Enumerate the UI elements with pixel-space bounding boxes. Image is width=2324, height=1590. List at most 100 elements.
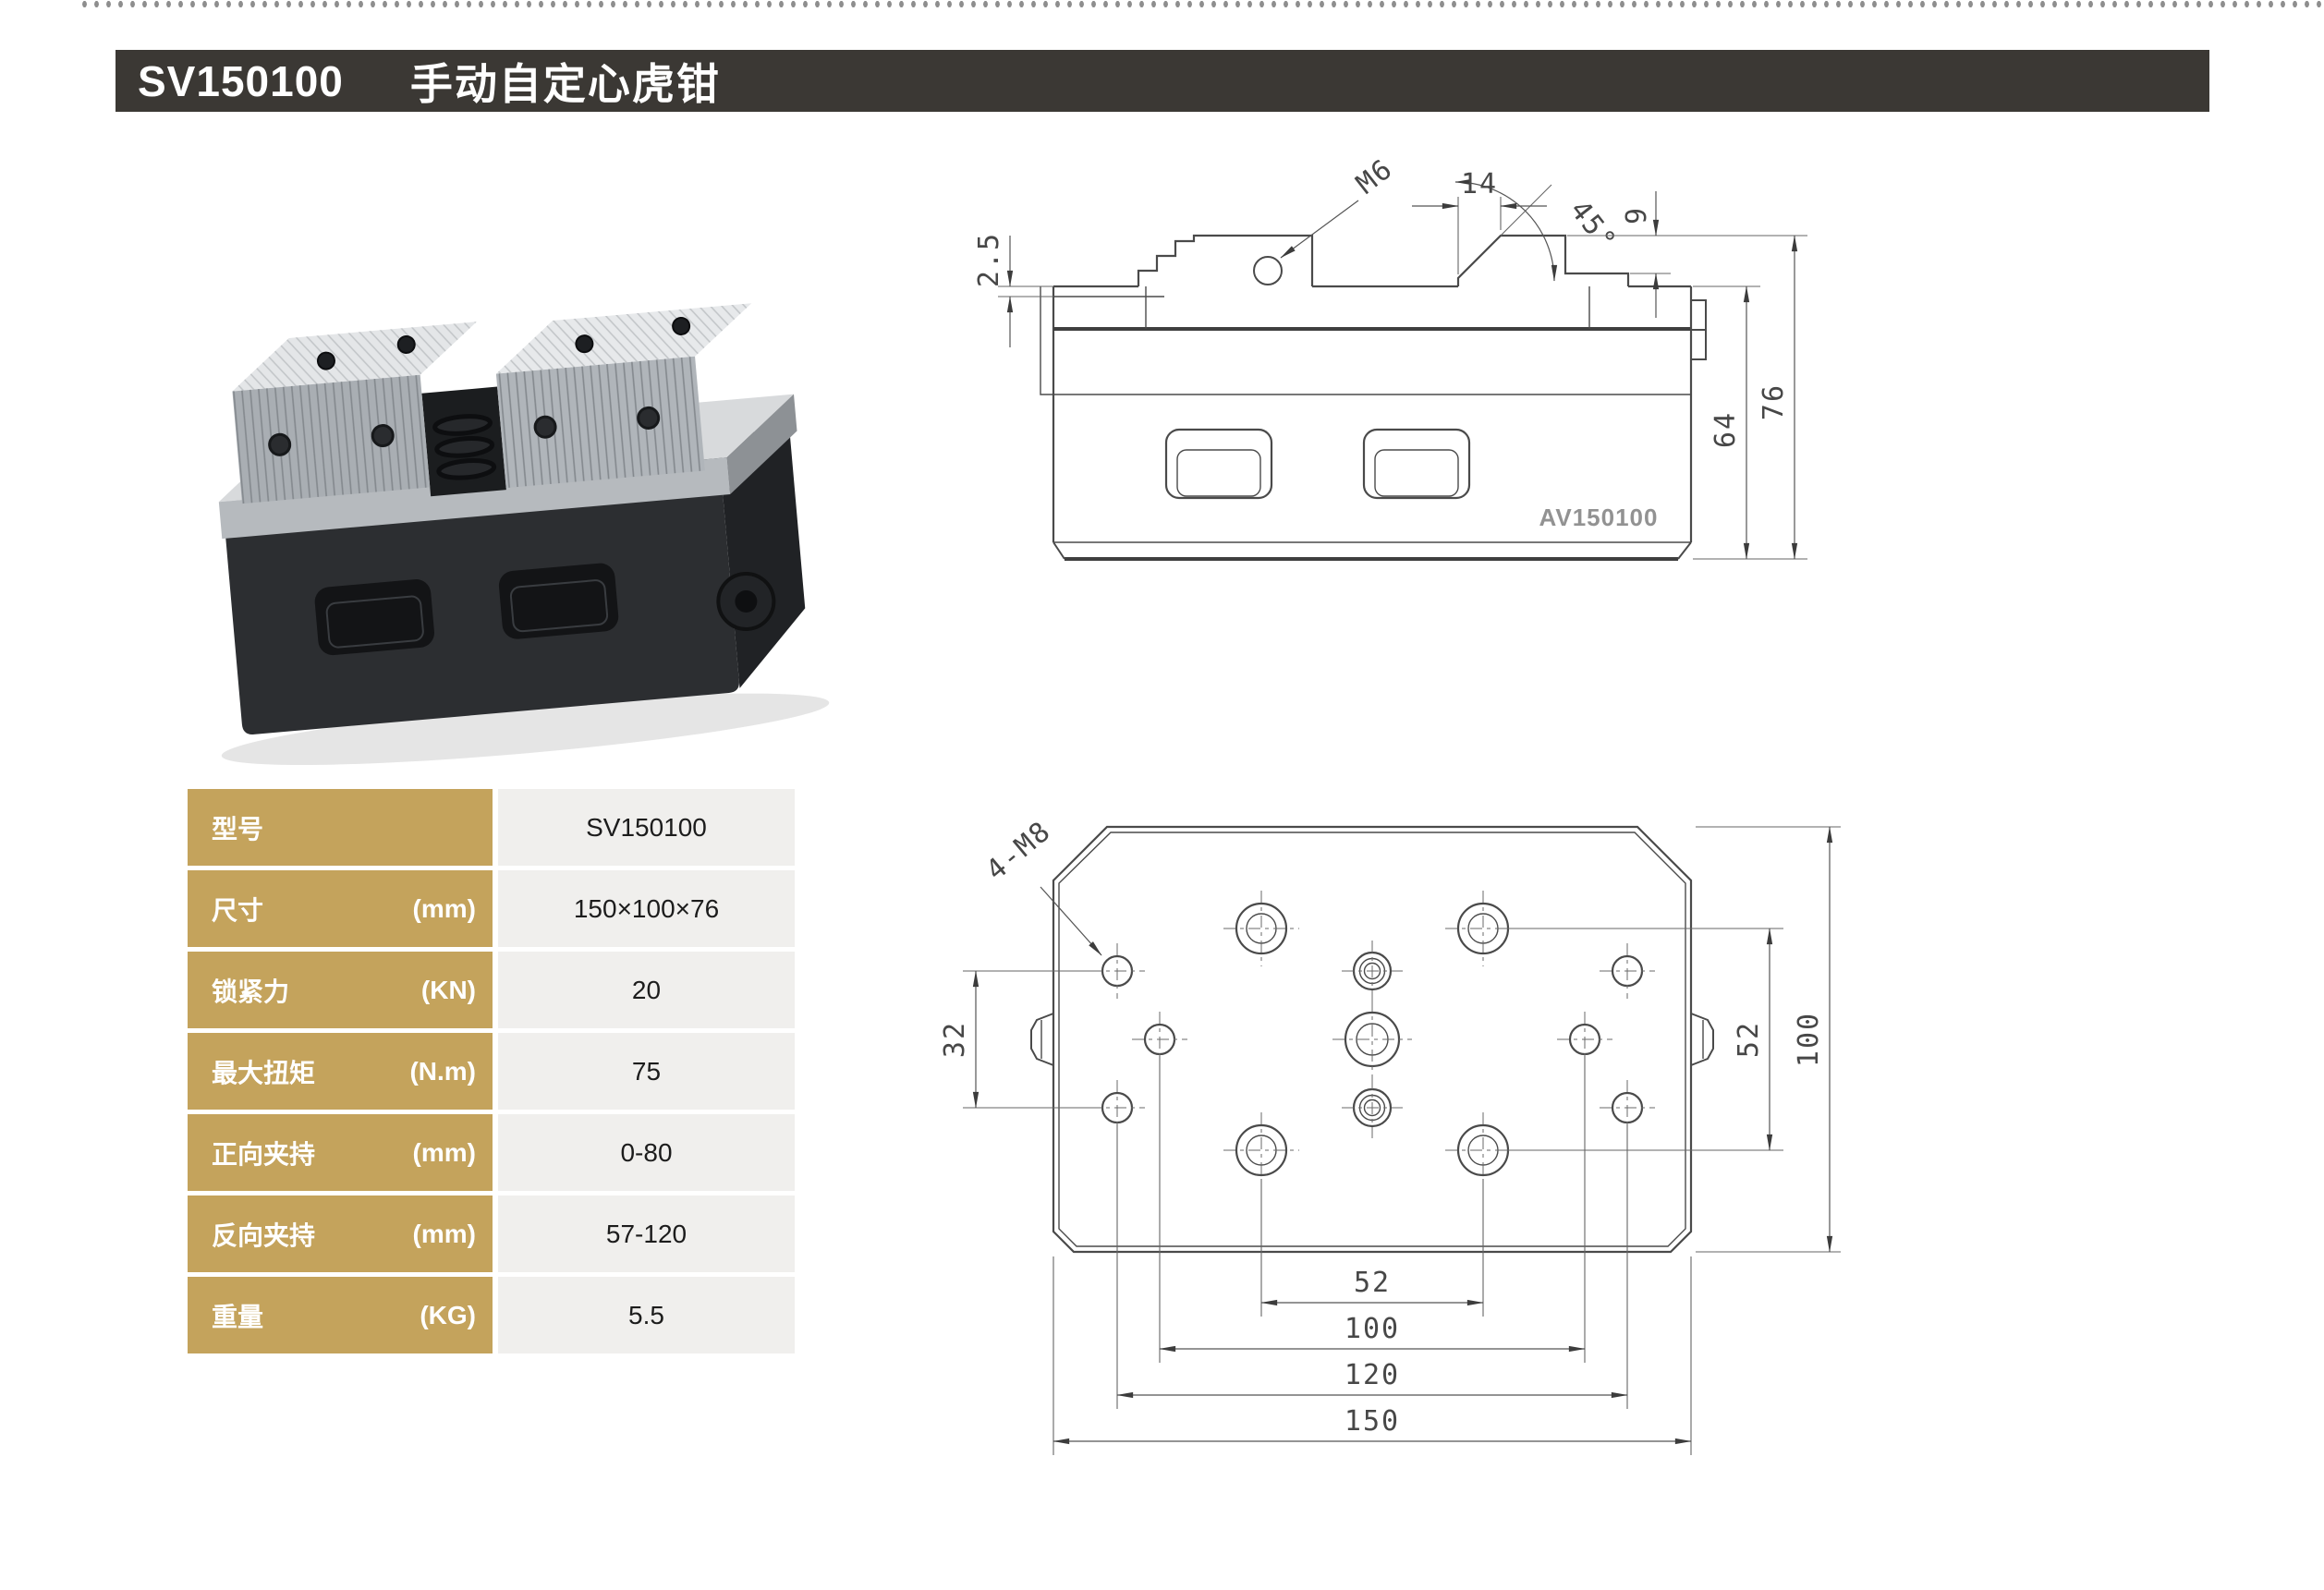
base-slot-inner: [509, 579, 609, 633]
center-holes: [1332, 941, 1412, 1138]
rail-block-edges: [1145, 286, 1590, 329]
table-row: 尺寸(mm) 150×100×76: [188, 870, 795, 947]
spec-value-cell: 57-120: [498, 1196, 795, 1272]
dim-150: 150: [1345, 1405, 1400, 1438]
spec-label: 尺寸: [212, 895, 264, 925]
cap-screw: [575, 334, 594, 354]
spec-label: 锁紧力: [212, 977, 290, 1006]
page-header: SV150100 手动自定心虎钳: [116, 50, 2209, 112]
top-view-drawing: 4-M8 32 52 100 52 100 120 150: [939, 815, 1841, 1455]
table-row: 反向夹持 (mm) 57-120: [188, 1196, 795, 1272]
spec-unit: (N.m): [409, 1056, 476, 1086]
spec-unit: (mm): [412, 1219, 476, 1248]
m8-holes: [1089, 943, 1655, 1135]
body-slot-inner: [1374, 449, 1459, 497]
spec-value-cell: 20: [498, 952, 795, 1028]
dim-120: 120: [1345, 1359, 1400, 1391]
angle-arc: [1454, 178, 1558, 282]
lead-screw-coil: [434, 436, 495, 458]
m6-hole: [1253, 256, 1283, 285]
dim-2-5-extensions: [998, 285, 1053, 297]
lead-screw-coil: [432, 414, 493, 436]
front-view-drawing: 45° M6 2.5 14 9 64 76 AV150100: [973, 152, 1807, 561]
base-front: [225, 492, 739, 734]
left-jaw-top-serration: [232, 322, 477, 392]
dim-52-right: 52: [1733, 1021, 1765, 1058]
right-clamp-nut: [1690, 1013, 1714, 1066]
left-edge-step: [1040, 286, 1053, 395]
shadow: [221, 693, 830, 766]
spec-unit: (KN): [420, 975, 476, 1004]
dim-32-extensions: [963, 970, 1102, 1109]
plate-outline: [1052, 825, 1693, 1254]
cap-screw: [396, 334, 416, 354]
spec-label-cell: 最大扭矩 (N.m): [188, 1033, 493, 1110]
right-jaw-serration: [495, 356, 705, 489]
label-4-m8: 4-M8: [980, 815, 1058, 887]
lead-screw-coil: [436, 457, 497, 480]
table-row: 重量 (KG) 5.5: [188, 1277, 795, 1353]
dim-100-bottom: 100: [1345, 1313, 1400, 1345]
vise-illustration: [218, 303, 830, 766]
label-m6: M6: [1350, 152, 1399, 200]
cap-screw: [316, 351, 335, 370]
dim-76: 76: [1758, 383, 1790, 420]
engraved-model-text: AV150100: [1539, 504, 1659, 531]
plate-outline-inner: [1058, 831, 1686, 1247]
spec-value-cell: 150×100×76: [498, 870, 795, 947]
jaw-face-screw: [637, 406, 661, 430]
table-row: 最大扭矩 (N.m) 75: [188, 1033, 795, 1110]
dim-100r-extensions: [1696, 826, 1841, 1253]
spec-label-cell: 尺寸(mm): [188, 870, 493, 947]
spec-value-cell: 5.5: [498, 1277, 795, 1353]
dim-100b-extensions: [1159, 1056, 1586, 1363]
product-photo: [218, 303, 830, 766]
spec-label: 重量: [212, 1302, 264, 1331]
dim-14: 14: [1461, 168, 1498, 200]
side-bolt-lower: [1690, 329, 1707, 360]
spec-label-cell: 型号: [188, 789, 493, 866]
dim-9: 9: [1621, 206, 1653, 225]
drive-socket-hex: [735, 589, 758, 613]
dim-52r-extensions: [1498, 928, 1783, 1151]
spec-label-cell: 锁紧力 (KN): [188, 952, 493, 1028]
cap-screw: [672, 316, 691, 335]
spec-label: 最大扭矩: [212, 1058, 316, 1087]
spec-value-cell: 0-80: [498, 1114, 795, 1191]
body-slot: [1362, 428, 1471, 500]
jaw-face-screw: [533, 415, 557, 439]
spec-label: 型号: [212, 814, 264, 844]
counterbore-holes: [1223, 891, 1521, 1188]
body-slot: [1164, 428, 1273, 500]
dim-100-right: 100: [1793, 1012, 1825, 1067]
spec-label: 反向夹持: [212, 1220, 316, 1250]
dim-45deg: 45°: [1564, 194, 1624, 258]
dim-9-extensions: [1567, 235, 1807, 274]
dim-150-extensions: [1052, 1256, 1692, 1455]
spec-label: 正向夹持: [212, 1139, 316, 1169]
dim-120-extensions: [1116, 1124, 1628, 1409]
jaw-face-screw: [268, 432, 292, 456]
table-row: 锁紧力 (KN) 20: [188, 952, 795, 1028]
spec-value-cell: SV150100: [498, 789, 795, 866]
m8-leader: [1040, 886, 1102, 956]
left-jaw-outline: [1137, 234, 1314, 286]
base-slot: [498, 563, 619, 639]
spec-label-cell: 反向夹持 (mm): [188, 1196, 493, 1272]
left-clamp-nut: [1030, 1013, 1054, 1066]
body-side: [726, 394, 797, 495]
m6-leader: [1280, 200, 1359, 259]
table-row: 正向夹持(mm) 0-80: [188, 1114, 795, 1191]
bottom-chamfers: [1052, 541, 1692, 560]
spec-unit: (KG): [420, 1300, 476, 1329]
spec-label-cell: 正向夹持(mm): [188, 1114, 493, 1191]
side-bolt-upper: [1690, 299, 1707, 331]
dim-2-5: 2.5: [973, 232, 1005, 287]
header-product-name: 手动自定心虎钳: [409, 59, 721, 108]
body-slot-inner: [1176, 449, 1261, 497]
spec-value-cell: 75: [498, 1033, 795, 1110]
dim-52-bottom: 52: [1354, 1267, 1391, 1299]
left-jaw-serration: [232, 374, 431, 504]
jaw-face-screw: [371, 424, 395, 448]
spec-label-cell: 重量 (KG): [188, 1277, 493, 1353]
